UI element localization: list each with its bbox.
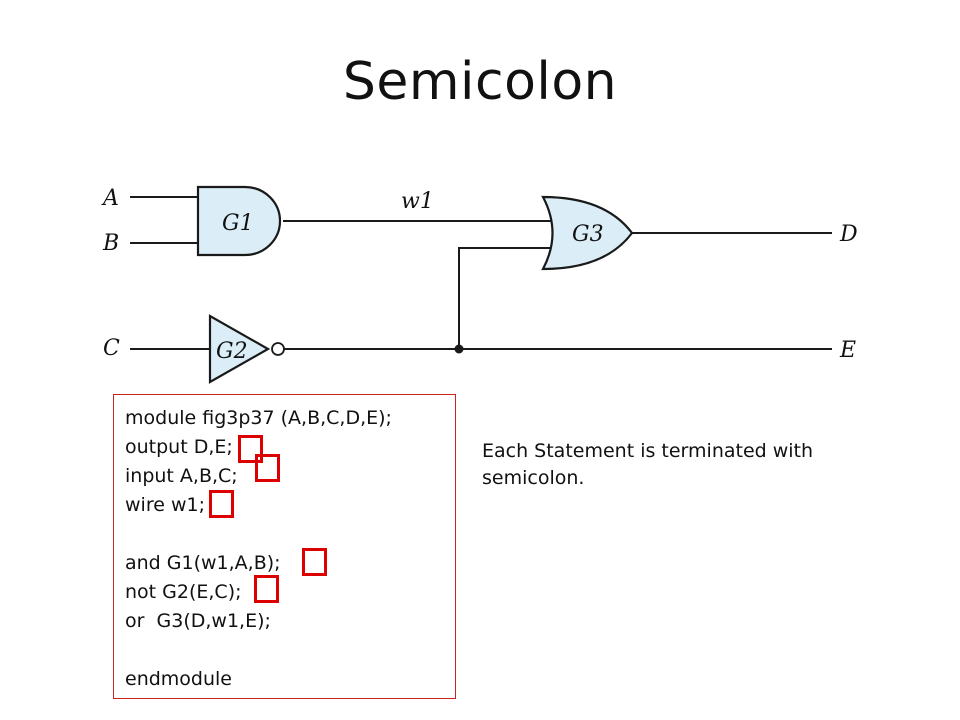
code-line-module: module fig3p37 (A,B,C,D,E); — [125, 407, 392, 429]
code-line-and: and G1(w1,A,B); — [125, 552, 281, 574]
wire-label-w1: w1 — [401, 189, 434, 214]
semicolon-highlight-not — [254, 575, 279, 603]
and-gate-g1 — [196, 185, 282, 257]
gate-label-g1: G1 — [222, 211, 254, 236]
code-line-output: output D,E; — [125, 436, 233, 458]
input-label-b: B — [102, 231, 119, 256]
output-label-e: E — [839, 338, 856, 363]
code-line-input: input A,B,C; — [125, 465, 238, 487]
slide-title: Semicolon — [342, 52, 618, 112]
semicolon-highlight-wire — [209, 490, 234, 518]
code-line-not: not G2(E,C); — [125, 581, 242, 603]
gate-label-g3: G3 — [572, 222, 604, 247]
output-label-d: D — [839, 222, 858, 247]
not-gate-g2 — [208, 314, 271, 384]
note-text: Each Statement is terminated with semico… — [482, 440, 814, 489]
or-gate-g3 — [541, 195, 634, 271]
code-line-endmodule: endmodule — [125, 668, 232, 690]
code-line-or: or G3(D,w1,E); — [125, 610, 271, 632]
input-label-c: C — [103, 336, 120, 361]
code-box — [113, 394, 456, 699]
not-bubble — [271, 342, 285, 356]
semicolon-highlight-input — [255, 454, 280, 482]
semicolon-highlight-and — [302, 548, 327, 576]
code-line-wire: wire w1; — [125, 494, 205, 516]
semicolon-highlight-output — [238, 435, 263, 463]
wire-e-to-g3 — [458, 247, 552, 349]
gate-label-g2: G2 — [216, 339, 248, 364]
input-label-a: A — [101, 186, 119, 211]
